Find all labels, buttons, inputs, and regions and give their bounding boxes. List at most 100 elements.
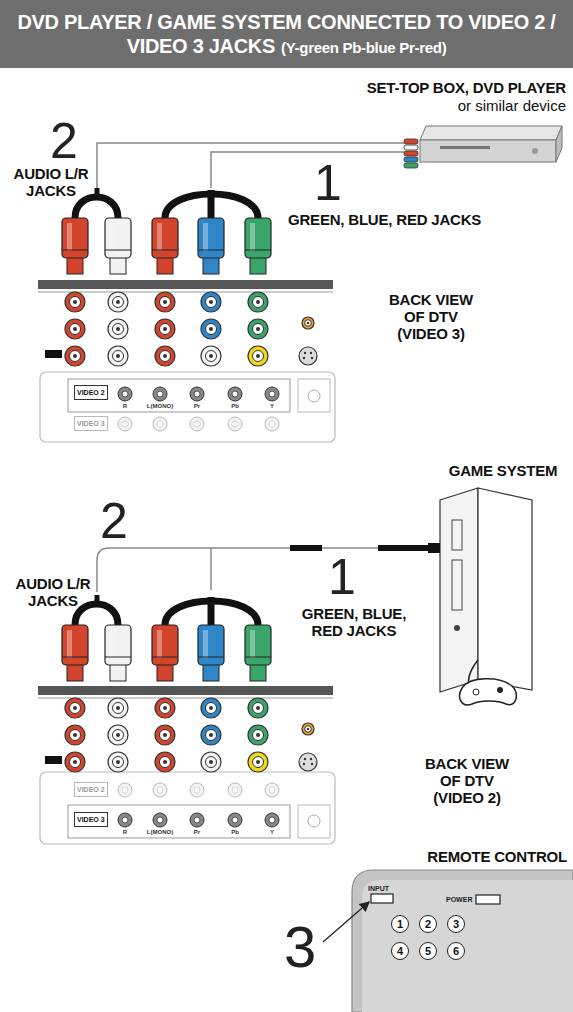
- remote-button: 3: [447, 915, 465, 933]
- panel-jack: [190, 387, 204, 401]
- rca-jack: [253, 757, 264, 768]
- rca-plug: [110, 223, 115, 251]
- jack-label: L(MONO): [142, 403, 178, 409]
- rca-plug: [203, 256, 219, 274]
- rca-jack: [256, 706, 260, 710]
- jack-label: Pr: [182, 403, 212, 409]
- jack-label: R: [110, 829, 140, 835]
- rca-jack: [113, 703, 124, 714]
- rca-jack: [201, 698, 221, 718]
- rca-jack: [108, 346, 128, 366]
- rca-jack: [201, 319, 221, 339]
- rca-jack: [160, 730, 171, 741]
- jacks-and-plugs: [62, 188, 317, 827]
- box-text: 6: [453, 945, 459, 957]
- panel-jack: [269, 391, 275, 397]
- rca-jack: [201, 292, 221, 312]
- box-text: 3: [453, 918, 459, 930]
- panel-jack: [153, 417, 167, 431]
- rca-jack: [108, 725, 128, 745]
- panel-jack: [232, 817, 238, 823]
- rca-jack: [256, 300, 260, 304]
- rca-jack: [302, 723, 314, 735]
- rca-jack: [256, 354, 260, 358]
- rca-plug: [250, 663, 266, 681]
- rca-jack: [65, 346, 85, 366]
- leader-arrow: [323, 902, 369, 942]
- rca-jack: [116, 300, 120, 304]
- rca-jack: [163, 760, 167, 764]
- rca-plug: [67, 663, 83, 681]
- rca-plug: [152, 250, 178, 251]
- rca-jack: [209, 706, 213, 710]
- rca-plug: [62, 250, 88, 251]
- rca-jack: [206, 324, 217, 335]
- box-text: VIDEO 3: [77, 816, 105, 823]
- rca-jack: [73, 300, 77, 304]
- panel-jack: [194, 787, 200, 793]
- s-video-jack: [310, 352, 312, 354]
- jack-label: Pb: [220, 829, 250, 835]
- audio-cable: [95, 188, 100, 197]
- box-text: 5: [425, 945, 431, 957]
- panel-jack: [194, 391, 200, 397]
- rca-plug: [250, 256, 266, 274]
- rca-jack: [305, 320, 312, 327]
- rca-jack: [113, 324, 124, 335]
- rca-plug: [245, 250, 271, 251]
- rca-jack: [113, 351, 124, 362]
- rca-jack: [65, 752, 85, 772]
- rca-jack: [206, 757, 217, 768]
- rca-plug: [110, 663, 126, 681]
- button-label: POWER: [446, 896, 474, 903]
- s-video-jack: [311, 763, 313, 765]
- remote-button: 4: [391, 942, 409, 960]
- panel-jack: [265, 813, 279, 827]
- rca-jack: [116, 760, 120, 764]
- color-key-note: (Y-green Pb-blue Pr-red): [281, 39, 446, 56]
- panel-jack: [122, 391, 128, 397]
- dvd-small-plugs: [404, 139, 418, 168]
- panel-jack: [190, 813, 204, 827]
- panel-jack: [122, 787, 128, 793]
- s-video-jack: [311, 357, 313, 359]
- rca-jack: [113, 730, 124, 741]
- rca-jack: [73, 706, 77, 710]
- rca-jack: [113, 297, 124, 308]
- panel-jack: [228, 417, 242, 431]
- rca-plug: [198, 250, 224, 251]
- panel-jack: [118, 783, 132, 797]
- callout-number: 2: [100, 496, 140, 546]
- box-text: VIDEO 2: [77, 389, 105, 396]
- rca-jack: [305, 726, 312, 733]
- rca-jack: [248, 319, 268, 339]
- device-label: or similar device: [280, 98, 566, 115]
- rca-jack: [160, 703, 171, 714]
- panel-jack: [265, 387, 279, 401]
- panel-jack: [153, 813, 167, 827]
- rca-plug: [157, 663, 173, 681]
- rca-jack: [116, 327, 120, 331]
- rca-plug: [152, 218, 178, 258]
- rca-jack: [73, 327, 77, 331]
- rca-jack: [155, 752, 175, 772]
- remote-control: [352, 870, 573, 1012]
- part-label: REMOTE CONTROL: [360, 849, 567, 866]
- dtv-back-panel: [38, 280, 335, 442]
- rca-plug: [245, 625, 271, 665]
- rca-jack: [206, 351, 217, 362]
- device-label: SET-TOP BOX, DVD PLAYER: [280, 80, 566, 97]
- rca-plug: [157, 256, 173, 274]
- rca-plug: [105, 250, 131, 251]
- panel-jack: [269, 787, 275, 793]
- rca-plug: [105, 218, 131, 258]
- jack-label: Y: [257, 403, 287, 409]
- rca-jack: [163, 300, 167, 304]
- box-text: VIDEO 3: [77, 420, 105, 427]
- rca-jack: [253, 324, 264, 335]
- remote-button: 6: [447, 942, 465, 960]
- game-cable: [97, 543, 440, 592]
- remote-button: 5: [419, 942, 437, 960]
- panel-jack: [190, 417, 204, 431]
- rca-jack: [155, 292, 175, 312]
